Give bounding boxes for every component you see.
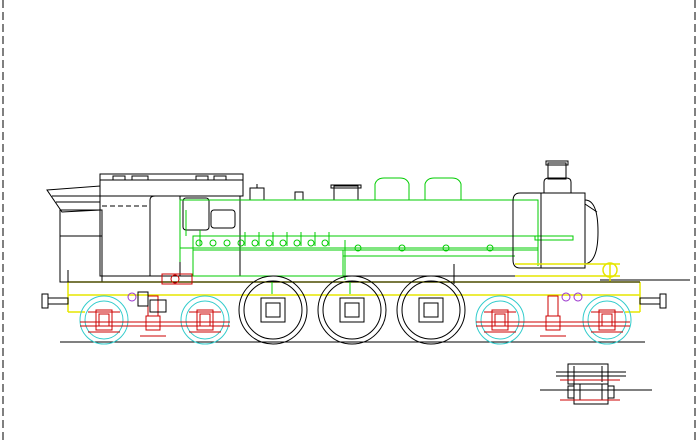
chimney (543, 160, 572, 193)
bogie-wheel (475, 295, 525, 345)
driving-wheel (317, 275, 387, 345)
boiler (239, 184, 515, 277)
bogie-frame (80, 295, 630, 337)
boiler-rivets (195, 232, 494, 252)
bogie-plan-inset (540, 363, 652, 405)
bogie-wheel (582, 295, 632, 345)
coal-bunker (46, 185, 103, 283)
driving-wheel (396, 275, 466, 345)
misc-detail (127, 282, 583, 313)
smokebox (512, 192, 599, 269)
main-frame (67, 262, 641, 313)
rail-line (60, 279, 690, 343)
bogie-wheel (79, 295, 129, 345)
bogie-wheel (180, 295, 230, 345)
cab (99, 173, 244, 277)
buffer (41, 293, 667, 309)
driving-wheel (238, 275, 308, 345)
